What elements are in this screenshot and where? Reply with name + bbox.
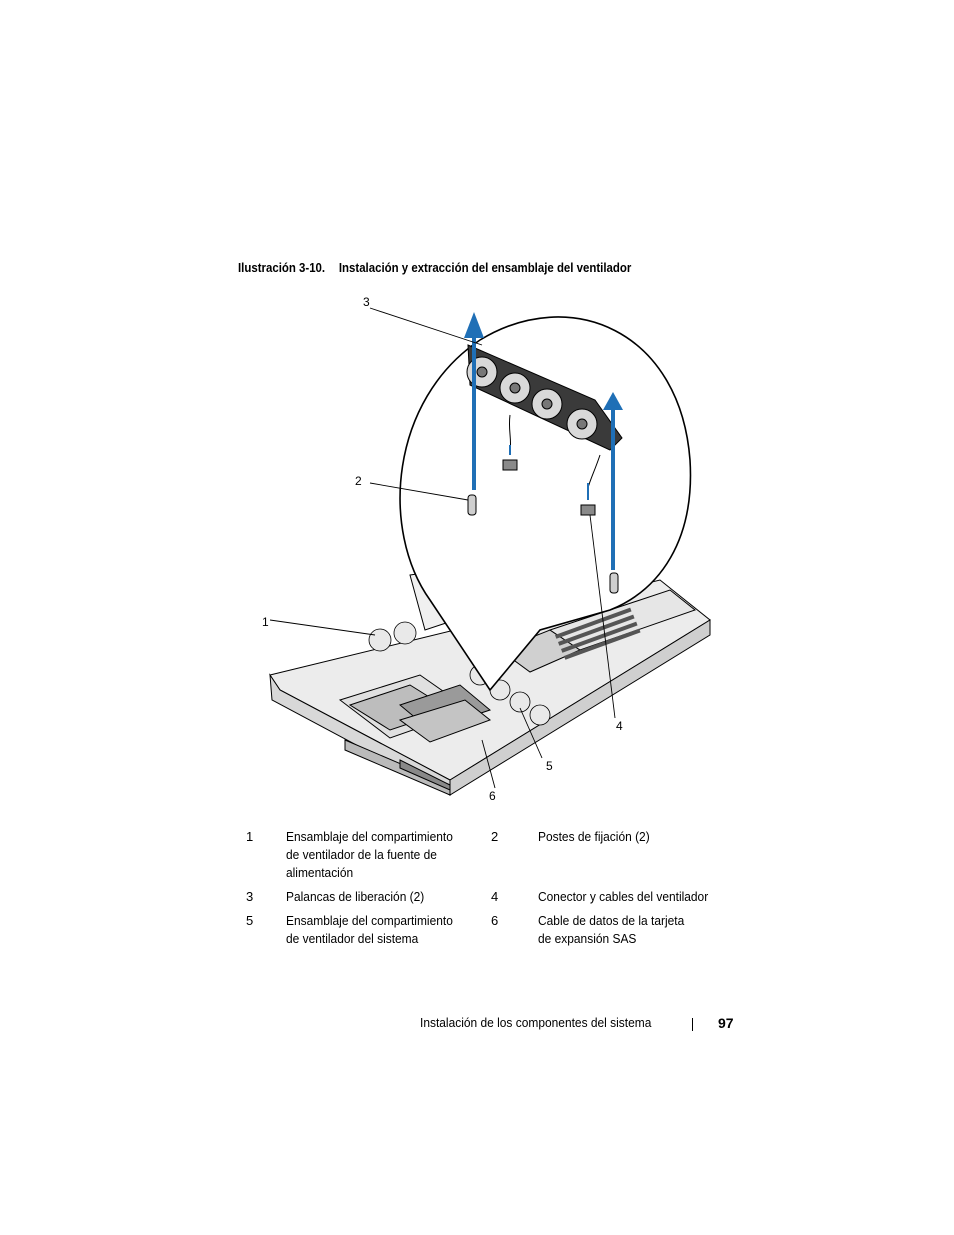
callout-6: 6 [489, 789, 496, 803]
legend-number: 1 [246, 829, 254, 844]
figure-caption: Ilustración 3-10. Instalación y extracci… [238, 260, 631, 275]
callout-legend: 1 Ensamblaje del compartimiento de venti… [246, 828, 736, 954]
page-number: 97 [718, 1015, 734, 1031]
fan-assembly-drawing: 3 2 1 4 5 6 [262, 295, 711, 803]
callout-2: 2 [355, 474, 362, 488]
callout-1: 1 [262, 615, 269, 629]
legend-text: Ensamblaje del compartimiento de ventila… [286, 913, 453, 946]
legend-row: 1 Ensamblaje del compartimiento de venti… [246, 828, 736, 882]
legend-number: 4 [491, 889, 499, 904]
callout-5: 5 [546, 759, 553, 773]
legend-number: 3 [246, 889, 254, 904]
legend-number: 6 [491, 913, 499, 928]
legend-item: 5 Ensamblaje del compartimiento de venti… [246, 912, 491, 948]
legend-item: 6 Cable de datos de la tarjeta de expans… [491, 912, 736, 948]
figure-caption-title: Instalación y extracción del ensamblaje … [338, 260, 632, 275]
legend-text: Conector y cables del ventilador [538, 889, 709, 904]
footer-separator [692, 1018, 693, 1031]
legend-number: 5 [246, 913, 254, 928]
legend-item: 4 Conector y cables del ventilador [491, 888, 736, 906]
page-footer: Instalación de los componentes del siste… [420, 1015, 740, 1031]
legend-text: Palancas de liberación (2) [286, 889, 425, 904]
legend-text: Cable de datos de la tarjeta de expansió… [538, 913, 685, 946]
legend-item: 3 Palancas de liberación (2) [246, 888, 491, 906]
mounting-posts [467, 494, 619, 594]
callout-leaders [269, 307, 616, 789]
legend-row: 5 Ensamblaje del compartimiento de venti… [246, 912, 736, 948]
legend-row: 3 Palancas de liberación (2) 4 Conector … [246, 888, 736, 906]
legend-text: Ensamblaje del compartimiento de ventila… [286, 829, 453, 880]
legend-item: 1 Ensamblaje del compartimiento de venti… [246, 828, 491, 882]
figure-caption-label: Ilustración 3-10. [238, 260, 326, 275]
footer-section-title: Instalación de los componentes del siste… [420, 1015, 652, 1030]
direction-arrows [464, 312, 623, 570]
callout-4: 4 [616, 719, 623, 733]
fan-assembly-detail [466, 344, 623, 451]
callout-3: 3 [363, 295, 370, 309]
legend-item: 2 Postes de fijación (2) [491, 828, 736, 882]
fan-assembly-illustration: 3 2 1 4 5 6 [250, 290, 720, 810]
legend-text: Postes de fijación (2) [538, 829, 650, 844]
legend-number: 2 [491, 829, 499, 844]
